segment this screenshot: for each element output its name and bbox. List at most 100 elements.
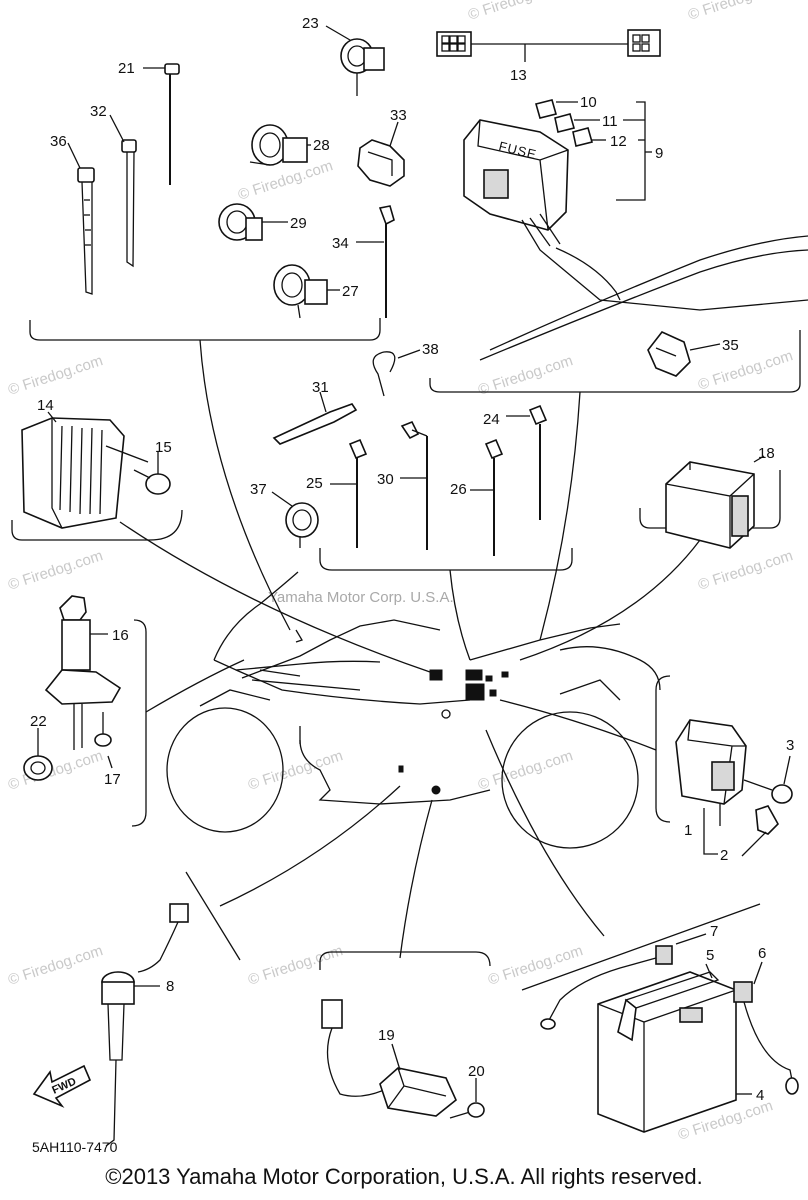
group-wire-harness: 13 10 11 12 9 FUSE — [429, 29, 808, 393]
cap-2[interactable] — [755, 805, 779, 835]
callout-17[interactable]: 17 — [104, 771, 121, 788]
cable-tie-24[interactable] — [528, 404, 548, 426]
connector-19[interactable] — [321, 999, 343, 1029]
callout-26[interactable]: 26 — [450, 481, 467, 498]
group-middle-ties: 38 31 24 30 25 26 37 — [250, 341, 573, 571]
callout-14[interactable]: 14 — [37, 397, 54, 414]
main-switch-16[interactable] — [44, 595, 122, 750]
callout-18[interactable]: 18 — [758, 445, 775, 462]
callout-9[interactable]: 9 — [655, 145, 663, 162]
battery-4[interactable] — [597, 971, 737, 1133]
switch-8[interactable] — [101, 971, 135, 1147]
callout-25[interactable]: 25 — [306, 475, 323, 492]
callout-11[interactable]: 11 — [602, 113, 618, 130]
screw-17[interactable] — [94, 712, 112, 747]
watermark: © Firedog.com — [686, 0, 785, 24]
callout-10[interactable]: 10 — [580, 94, 597, 111]
connector-13[interactable] — [436, 29, 661, 57]
callout-24[interactable]: 24 — [483, 411, 500, 428]
spring-clip-38[interactable] — [372, 351, 396, 397]
callout-33[interactable]: 33 — [390, 107, 407, 124]
watermark: © Firedog.com — [486, 942, 585, 989]
callout-27[interactable]: 27 — [342, 283, 359, 300]
cable-tie-25[interactable] — [348, 438, 368, 460]
group-rectifier: 14 15 — [11, 397, 183, 541]
screw-3[interactable] — [743, 779, 793, 804]
group-relay-18: 18 — [639, 445, 781, 549]
cable-tie-26[interactable] — [484, 438, 504, 460]
callout-12[interactable]: 12 — [610, 133, 627, 150]
fuse-10[interactable] — [535, 99, 557, 119]
callout-28[interactable]: 28 — [313, 137, 330, 154]
group-sidestand-switch: 19 20 — [319, 951, 491, 1119]
clamp-22[interactable] — [23, 755, 53, 781]
fwd-arrow-icon: FWD — [32, 1064, 92, 1108]
clamp-28[interactable] — [249, 124, 308, 166]
starter-relay-1[interactable] — [675, 719, 747, 826]
cable-tie-34[interactable] — [378, 205, 395, 318]
clamp-29[interactable] — [218, 203, 263, 241]
watermark: © Firedog.com — [236, 157, 335, 204]
clamp-37[interactable] — [285, 502, 319, 548]
watermark: © Firedog.com — [696, 347, 795, 394]
battery-cable-6[interactable] — [733, 981, 799, 1095]
callout-29[interactable]: 29 — [290, 215, 307, 232]
battery-band-5[interactable] — [617, 971, 720, 1042]
fuse-12[interactable] — [572, 127, 593, 147]
callout-3[interactable]: 3 — [786, 737, 794, 754]
part-code: 5AH110-7470 — [32, 1139, 118, 1155]
callout-5[interactable]: 5 — [706, 947, 714, 964]
cable-guide-31[interactable] — [272, 403, 358, 445]
clamp-27[interactable] — [273, 264, 328, 319]
callout-19[interactable]: 19 — [378, 1027, 395, 1044]
callout-32[interactable]: 32 — [90, 103, 107, 120]
callout-1[interactable]: 1 — [684, 822, 692, 839]
callout-6[interactable]: 6 — [758, 945, 766, 962]
callout-8[interactable]: 8 — [166, 978, 174, 995]
battery-lead-7[interactable] — [540, 945, 673, 1030]
callout-37[interactable]: 37 — [250, 481, 267, 498]
callout-35[interactable]: 35 — [722, 337, 739, 354]
watermark: © Firedog.com — [6, 942, 105, 989]
watermark: © Firedog.com — [466, 0, 565, 24]
motorcycle-outline: Yamaha Motor Corp. U.S.A. — [166, 571, 661, 849]
bolt-20[interactable] — [449, 1102, 485, 1119]
callout-13[interactable]: 13 — [510, 67, 527, 84]
callout-31[interactable]: 31 — [312, 379, 329, 396]
copyright-notice: ©2013 Yamaha Motor Corporation, U.S.A. A… — [105, 1164, 703, 1189]
callout-36[interactable]: 36 — [50, 133, 67, 150]
callout-2[interactable]: 2 — [720, 847, 728, 864]
watermark: © Firedog.com — [246, 747, 345, 794]
clip-35[interactable] — [647, 331, 691, 377]
callout-34[interactable]: 34 — [332, 235, 349, 252]
leader-lines — [119, 339, 701, 959]
fuse-11[interactable] — [554, 113, 575, 133]
clip-33[interactable] — [357, 139, 405, 187]
relay-18[interactable] — [665, 461, 755, 549]
cable-tie-32[interactable] — [121, 139, 137, 153]
callout-30[interactable]: 30 — [377, 471, 394, 488]
connector-8[interactable] — [169, 903, 189, 923]
clamp-23[interactable] — [340, 38, 385, 96]
callout-7[interactable]: 7 — [710, 923, 718, 940]
watermark: © Firedog.com — [6, 547, 105, 594]
callout-22[interactable]: 22 — [30, 713, 47, 730]
group-main-switch: 16 22 17 — [23, 595, 147, 827]
callout-20[interactable]: 20 — [468, 1063, 485, 1080]
callout-16[interactable]: 16 — [112, 627, 129, 644]
callout-23[interactable]: 23 — [302, 15, 319, 32]
group-switch-8: 8 FWD 5AH110-7470 — [32, 871, 241, 1155]
callout-4[interactable]: 4 — [756, 1087, 764, 1104]
rectifier-regulator-14[interactable] — [21, 417, 125, 529]
cable-tie-21[interactable] — [164, 63, 180, 75]
cable-tie-36[interactable] — [77, 167, 95, 183]
cable-tie-30[interactable] — [400, 420, 420, 440]
callout-21[interactable]: 21 — [118, 60, 135, 77]
watermark: © Firedog.com — [6, 352, 105, 399]
sidestand-switch-19[interactable] — [379, 1067, 457, 1117]
watermark: © Firedog.com — [696, 547, 795, 594]
group-starter-relay: 3 1 2 — [655, 675, 794, 864]
callout-15[interactable]: 15 — [155, 439, 172, 456]
callout-38[interactable]: 38 — [422, 341, 439, 358]
fuse-box[interactable]: FUSE — [463, 119, 569, 231]
